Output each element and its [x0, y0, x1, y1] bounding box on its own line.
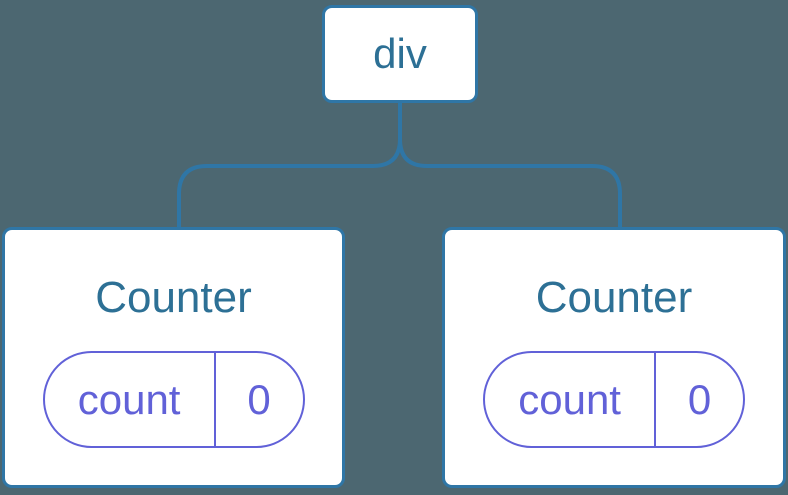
- state-value-label: 0: [247, 375, 271, 423]
- tree-node-div: div: [322, 5, 478, 103]
- tree-node-div-label: div: [373, 30, 427, 77]
- connector-left-branch: [177, 102, 402, 229]
- tree-node-counter-2: Counter count 0: [442, 227, 786, 488]
- state-pill-divider: [654, 353, 657, 446]
- state-key-label: count: [518, 375, 621, 423]
- state-pill: count 0: [483, 351, 745, 448]
- connector-right-branch: [398, 138, 622, 229]
- tree-node-counter-1: Counter count 0: [2, 227, 345, 488]
- state-value-label: 0: [687, 375, 712, 423]
- component-name-label: Counter: [95, 273, 252, 322]
- state-key-label: count: [77, 375, 181, 423]
- state-pill-divider: [213, 353, 216, 446]
- component-name-label: Counter: [535, 273, 693, 322]
- state-pill: count 0: [42, 351, 305, 448]
